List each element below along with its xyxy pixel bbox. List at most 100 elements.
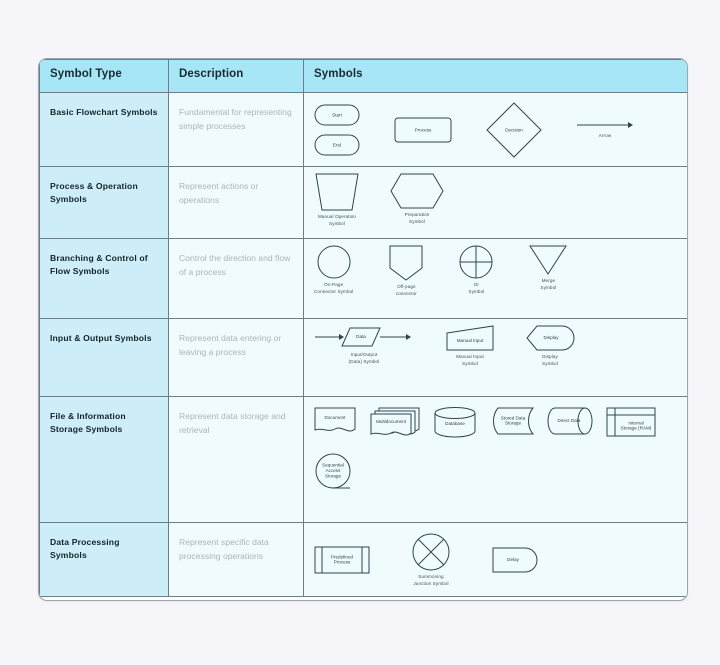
svg-text:Multidocument: Multidocument [376,419,407,424]
symbol-document[interactable]: Document [314,407,356,435]
symbol-caption: Display Symbol [542,354,558,366]
svg-text:Delay: Delay [507,558,519,563]
svg-text:Document: Document [325,415,347,420]
multidocument-icon: Multidocument [370,407,420,436]
symbol-preparation[interactable]: Preparation Symbol [390,173,444,226]
symbol-summoning-junction[interactable]: Summoning Junction Symbol [412,533,450,588]
symbol-manual-operation[interactable]: Manual Operation Symbol [314,173,360,228]
symbol-type-cell: Input & Output Symbols [39,318,169,397]
symbol-database[interactable]: Database [434,407,476,438]
svg-text:Display: Display [543,335,559,340]
symbol-caption: Preparation Symbol [404,212,430,224]
database-icon: Database [434,407,476,438]
symbol-decision[interactable]: Decision [486,101,542,158]
symbol-caption: Summoning Junction Symbol [413,574,449,586]
manual-operation-icon [315,173,359,211]
symbol-process[interactable]: Process [394,117,452,143]
symbol-type-cell: File & Information Storage Symbols [39,396,169,523]
flowchart-symbols-table: Symbol Type Description Symbols Basic Fl… [38,58,688,601]
symbol-merge[interactable]: Merge Symbol [529,245,568,292]
symbol-arrow[interactable]: Arrow [576,120,634,140]
svg-text:Process: Process [415,127,432,132]
symbol-caption: Input/Output (Data) Symbol [348,352,380,364]
symbol-type-cell: Branching & Control of Flow Symbols [39,238,169,319]
symbol-multidocument[interactable]: Multidocument [370,407,420,439]
description-cell: Represent data storage and retrieval [168,396,304,523]
preparation-icon [390,173,444,209]
symbols-cell: Manual Operation Symbol Preparation Symbo… [303,166,687,239]
symbol-type-cell: Data Processing Symbols [39,522,169,597]
header-row: Symbol Type Description Symbols [39,59,687,93]
symbol-caption: Or Symbol [468,282,485,294]
symbol-caption: Off-page connector [395,284,417,296]
offpage-icon [389,245,423,281]
table-header: Symbol Type Description Symbols [39,59,687,93]
merge-icon [529,245,568,275]
symbol-circle[interactable]: On-Page Connector Symbol [314,245,353,296]
description-cell: Represent data entering or leaving a pro… [168,318,304,397]
header-description: Description [168,59,304,93]
terminator-icon: End [314,134,360,155]
decision-icon: Decision [486,101,542,158]
description-cell: Represent actions or operations [168,166,304,239]
symbol-type-cell: Process & Operation Symbols [39,166,169,239]
symbol-caption: Manual Operation Symbol [317,214,357,226]
symbol-caption: Merge Symbol [540,278,557,290]
terminator-icon: Start [314,104,360,125]
direct-data-icon: Direct Data [547,407,593,435]
description-cell: Fundamental for representing simple proc… [168,92,304,167]
document-icon: Document [314,407,356,432]
arrow-icon [577,121,633,128]
symbol-caption: Arrow [598,132,612,138]
symbol-offpage[interactable]: Off-page connector [389,245,423,298]
symbols-cell: On-Page Connector Symbol Off-page connect… [303,238,687,319]
symbol-terminator[interactable]: Start [314,104,360,126]
header-symbol-type: Symbol Type [39,59,169,93]
description-cell: Control the direction and flow of a proc… [168,238,304,319]
symbol-caption: On-Page Connector Symbol [314,282,354,294]
symbol-terminator[interactable]: End [314,134,360,156]
svg-text:Decision: Decision [505,127,523,132]
circle-icon [317,245,351,279]
or-icon [459,245,493,279]
symbol-type-cell: Basic Flowchart Symbols [39,92,169,167]
description-cell: Represent specific data processing opera… [168,522,304,597]
symbol-delay[interactable]: Delay [492,547,538,573]
svg-text:Manual Input: Manual Input [457,338,484,343]
symbol-or[interactable]: Or Symbol [459,245,493,296]
svg-text:Database: Database [445,421,465,426]
process-icon: Process [394,117,452,142]
display-icon: Display [526,325,575,351]
manual-input-icon: Manual Input [446,325,494,351]
symbol-direct-data[interactable]: Direct Data [547,407,593,435]
svg-text:Direct Data: Direct Data [558,418,581,423]
header-symbols: Symbols [303,59,687,93]
summoning-junction-icon [412,533,450,571]
symbols-table: Symbol Type Description Symbols Basic Fl… [39,59,687,597]
